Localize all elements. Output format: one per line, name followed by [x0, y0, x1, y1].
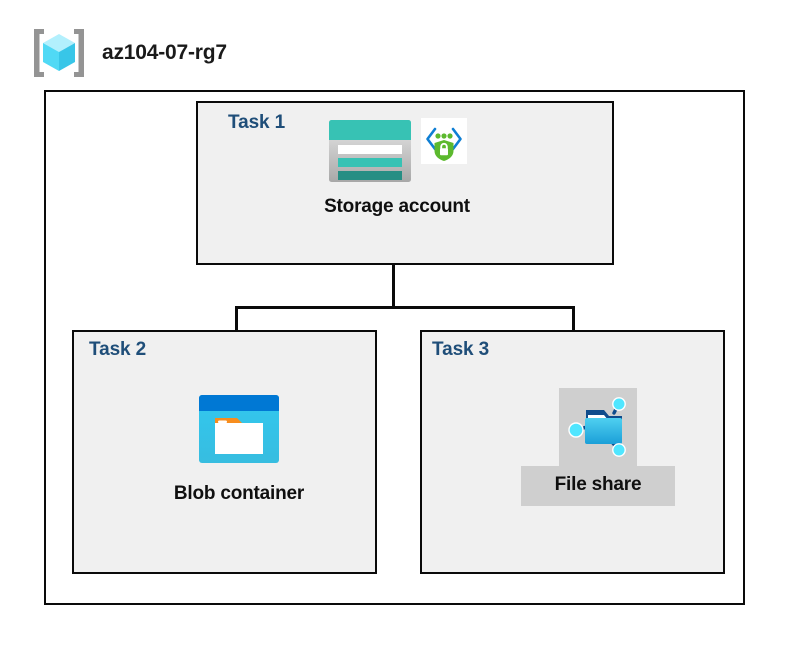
resource-group-icon: [30, 24, 88, 82]
file-share-node: File share: [498, 388, 698, 506]
task-2-label: Task 2: [89, 339, 147, 360]
file-share-label: File share: [554, 474, 642, 495]
secure-endpoint-icon: [421, 118, 467, 164]
blob-container-node: Blob container: [150, 393, 328, 505]
resource-group-name: az104-07-rg7: [102, 41, 227, 64]
task-1-label: Task 1: [228, 112, 286, 133]
blob-container-icon: [197, 393, 281, 465]
file-share-icon-highlight: [559, 388, 637, 466]
storage-account-label-wrap: Storage account: [324, 196, 470, 218]
connector-storage-stem: [392, 228, 395, 308]
task-3-label: Task 3: [432, 339, 490, 360]
blob-container-label-wrap: Blob container: [174, 483, 304, 505]
file-share-label-highlight: File share: [520, 466, 676, 506]
storage-account-label: Storage account: [324, 196, 470, 217]
file-share-icon: [564, 393, 632, 461]
connector-horizontal-bus: [235, 306, 575, 309]
resource-group-header: az104-07-rg7: [30, 24, 227, 82]
storage-account-icon: [327, 118, 413, 184]
storage-account-node: Storage account: [293, 118, 501, 218]
storage-account-icon-group: [327, 118, 467, 190]
blob-container-label: Blob container: [173, 483, 305, 504]
